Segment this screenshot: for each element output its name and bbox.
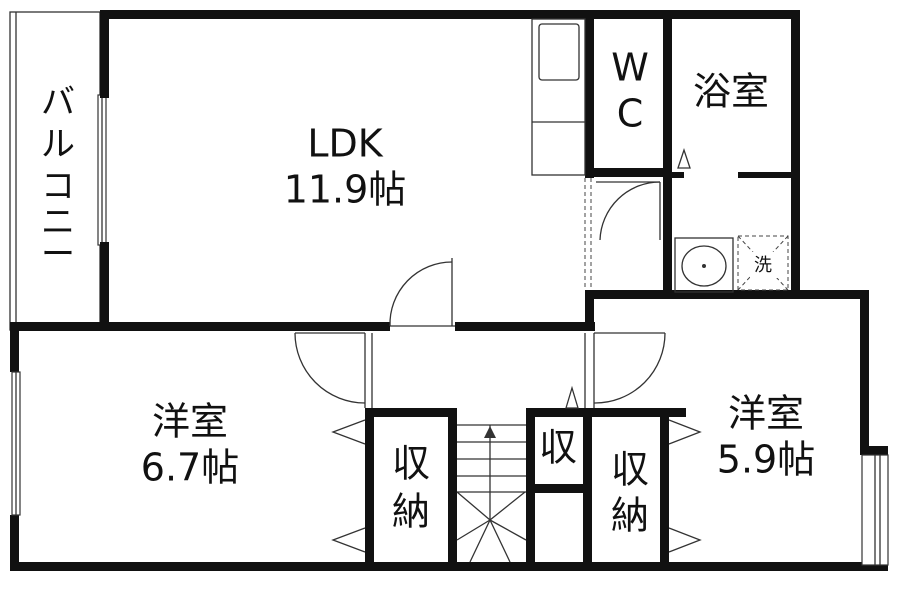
balcony-label-1: バ xyxy=(41,83,75,123)
ldk-size: 11.9帖 xyxy=(284,168,407,212)
hallway-doors[interactable] xyxy=(294,147,691,409)
windows xyxy=(11,371,889,566)
balcony-label-4: ニ xyxy=(41,203,75,243)
ldk-name: LDK xyxy=(307,122,383,166)
ldk-door[interactable] xyxy=(389,258,455,330)
balcony-label-5: ー xyxy=(41,235,75,275)
wc-label-c: C xyxy=(617,92,644,136)
washroom: 洗 xyxy=(674,235,789,293)
walls xyxy=(10,10,888,571)
western-room-1-name: 洋室 xyxy=(152,400,228,444)
small-storage-label: 収 xyxy=(539,426,577,470)
closet-2-top: 収 xyxy=(611,448,649,492)
staircase xyxy=(456,424,527,563)
washer-label: 洗 xyxy=(754,255,772,276)
kitchen-counter xyxy=(531,18,586,176)
bath-label: 浴室 xyxy=(693,70,769,114)
room-labels: バ ル コ ニ ー LDK 11.9帖 W C 浴室 洋室 6.7帖 洋室 5.… xyxy=(41,46,815,538)
western-room-2-name: 洋室 xyxy=(728,392,804,436)
western-room-1-size: 6.7帖 xyxy=(141,446,239,490)
balcony-label-3: コ xyxy=(41,167,75,207)
closet-doors xyxy=(331,419,702,553)
closet-1-bottom: 納 xyxy=(392,490,430,534)
balcony-label-2: ル xyxy=(41,125,75,165)
wc-label-w: W xyxy=(611,46,649,90)
closet-1-top: 収 xyxy=(392,442,430,486)
closet-2-bottom: 納 xyxy=(611,494,649,538)
western-room-2-size: 5.9帖 xyxy=(717,438,815,482)
